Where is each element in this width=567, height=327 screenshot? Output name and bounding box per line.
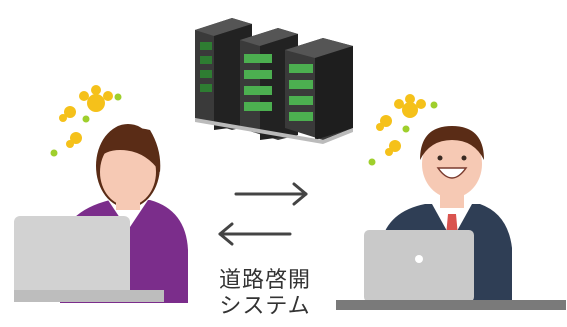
caption-line-1: 道路啓開	[218, 268, 311, 293]
laptop-icon	[336, 230, 566, 310]
server-rack-icon	[195, 18, 353, 144]
arrow-left-icon	[218, 222, 292, 246]
dot-decoration	[368, 101, 438, 166]
dot-decoration	[50, 93, 122, 157]
arrow-right-icon	[234, 182, 308, 206]
laptop-icon	[14, 216, 164, 302]
system-caption: 道路啓開 システム	[200, 268, 330, 320]
caption-line-2: システム	[219, 294, 311, 319]
flower-icon	[59, 85, 113, 148]
server-unit	[285, 38, 353, 140]
flower-icon	[376, 94, 426, 156]
